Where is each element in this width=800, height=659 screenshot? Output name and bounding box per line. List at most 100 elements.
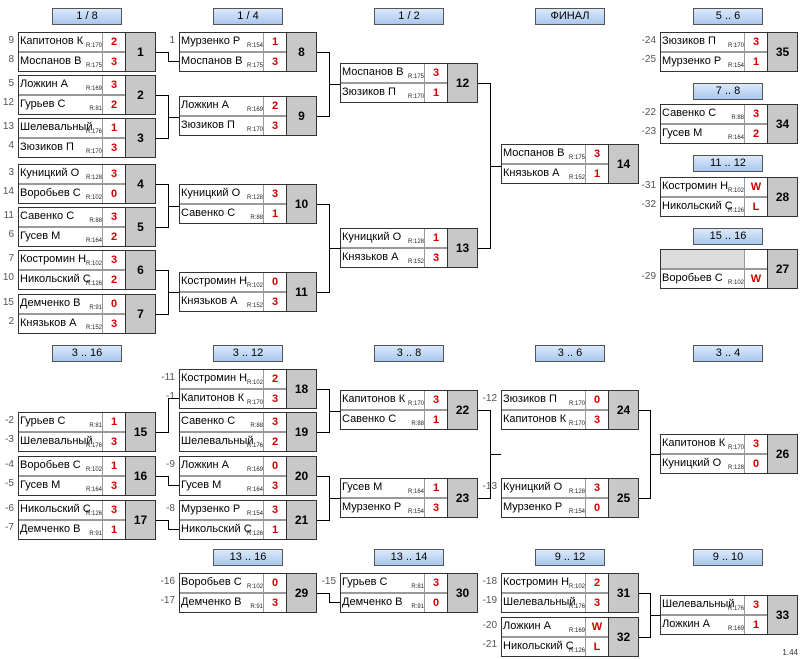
player-row[interactable] — [661, 250, 767, 269]
